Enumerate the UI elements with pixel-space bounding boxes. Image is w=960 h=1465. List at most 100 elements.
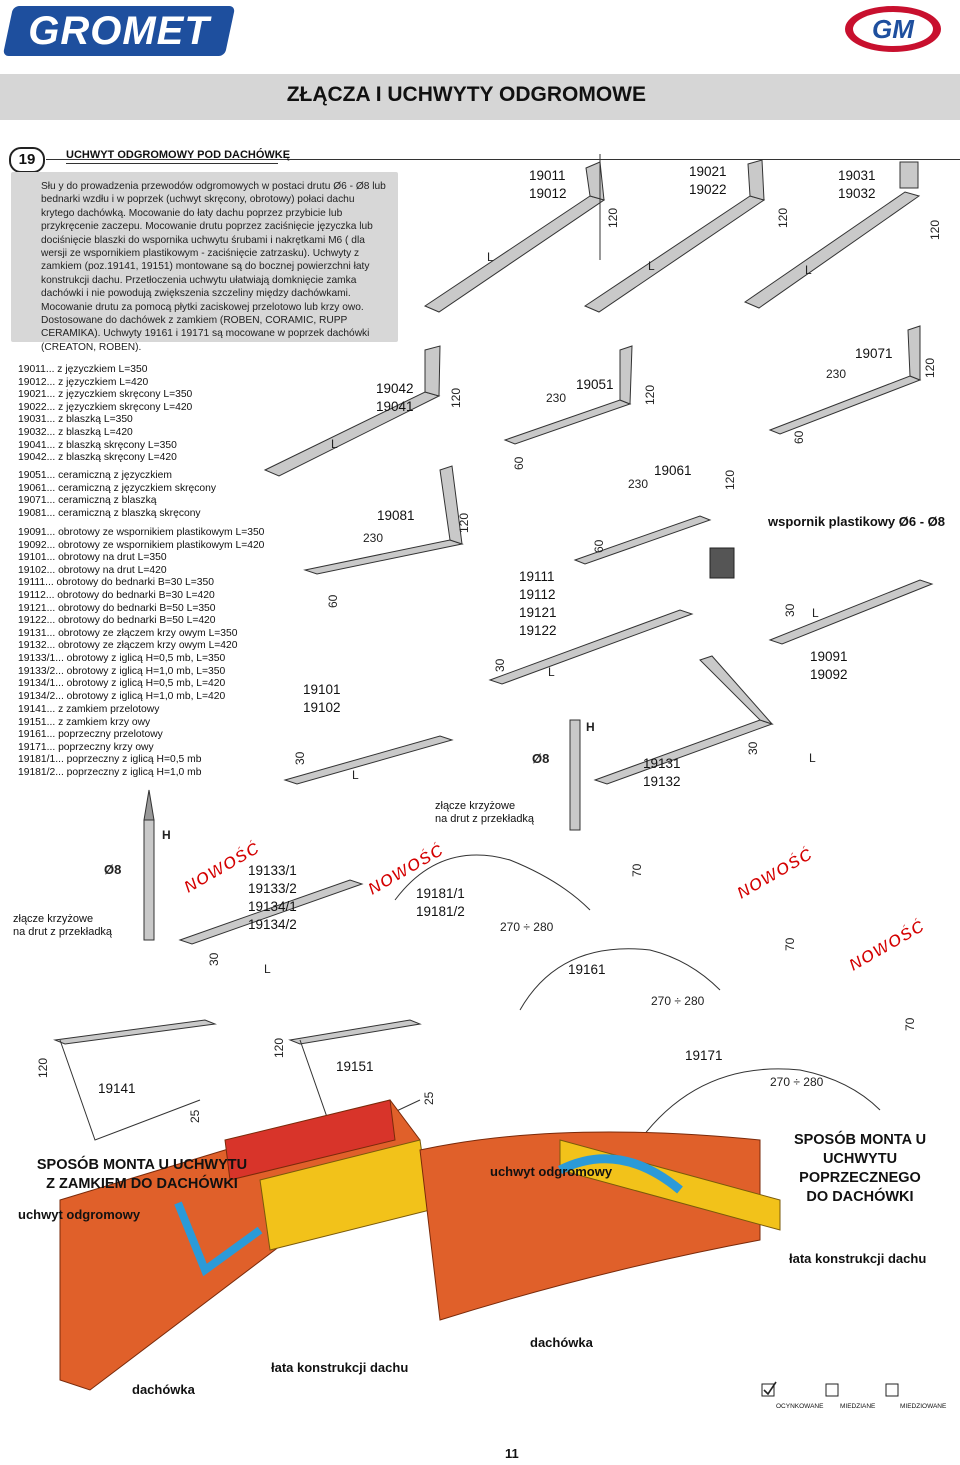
heading-sposob-left: SPOSÓB MONTA U UCHWYTU Z ZAMKIEM DO DACH… [36, 1157, 248, 1192]
list-item: 19031... z blaszką L=350 [18, 414, 133, 426]
dim-L: L [809, 751, 816, 765]
list-item: 19151... z zamkiem krzy owy [18, 716, 151, 728]
list-item: 19111... obrotowy do bednarki B=30 L=350 [18, 577, 214, 589]
code-19021: 19021 19022 [689, 164, 727, 197]
dim-70: 70 [783, 937, 797, 951]
code-19141: 19141 [98, 1081, 136, 1096]
list-item: 19101... obrotowy na drut L=350 [18, 552, 167, 564]
bracket-19031-drawing [743, 161, 921, 309]
list-item: 19022... z języczkiem skręcony L=420 [18, 401, 193, 413]
list-item: 19061... ceramiczną z języczkiem skręcon… [18, 482, 217, 494]
dim-60: 60 [512, 456, 526, 470]
product-list-group-3: 19091... obrotowy ze wspornikiem plastik… [18, 527, 264, 703]
list-item: 19042... z blaszką skręcony L=420 [18, 452, 177, 464]
dim-120: 120 [923, 357, 937, 378]
list-item: 19133/1... obrotowy z iglicą H=0,5 mb, L… [18, 652, 226, 664]
dim-120: 120 [457, 512, 471, 533]
code-19181: 19181/1 19181/2 [416, 886, 465, 919]
gm-logo-text: GM [872, 14, 915, 44]
dim-L: L [352, 768, 359, 782]
dim-L: L [264, 962, 271, 976]
list-item: 19132... obrotowy ze złączem krzy owym L… [18, 640, 238, 652]
gromet-logo-text: GROMET [28, 9, 210, 53]
label-uchwyt: uchwyt odgromowy [18, 1207, 141, 1222]
list-item: 19171... poprzeczny krzy owy [18, 741, 154, 753]
label-wspornik: wspornik plastikowy Ø6 - Ø8 [768, 514, 945, 529]
list-item: 19021... z języczkiem skręcony L=350 [18, 389, 193, 401]
bracket-19081-drawing [303, 465, 464, 575]
list-item: 19161... poprzeczny przelotowy [18, 729, 163, 741]
dim-L: L [805, 263, 812, 277]
code-19011: 19011 19012 [529, 168, 567, 201]
title-banner: ZŁĄCZA I UCHWYTY ODGROMOWE [0, 74, 960, 120]
dim-30: 30 [293, 751, 307, 765]
roof-illustration-left [59, 1099, 431, 1391]
code-19101: 19101 19102 [303, 682, 341, 715]
description-box: Słu y do prowadzenia przewodów odgromowy… [11, 172, 398, 353]
bracket-19161-drawing [519, 948, 721, 1011]
label-zlacze: złącze krzyżowe na drut z przekładką [13, 913, 113, 938]
code-19081: 19081 [377, 508, 415, 523]
page-number: 11 [505, 1446, 519, 1461]
dim-phi8: Ø8 [104, 862, 122, 877]
list-item: 19051... ceramiczną z języczkiem [18, 470, 172, 481]
bracket-19042-drawing [263, 345, 441, 477]
code-19051: 19051 [576, 377, 614, 392]
list-item: 19112... obrotowy do bednarki B=30 L=420 [18, 589, 215, 601]
code-19161: 19161 [568, 962, 606, 977]
legend-miedziowane: MIEDZIOWANE [900, 1403, 947, 1410]
dim-60: 60 [792, 430, 806, 444]
dim-120: 120 [36, 1057, 50, 1078]
dim-230: 230 [546, 391, 567, 405]
list-item: 19102... obrotowy na drut L=420 [18, 564, 167, 576]
code-19131: 19131 19132 [643, 756, 681, 789]
bracket-19011-drawing [423, 154, 606, 313]
legend-miedziane: MIEDZIANE [840, 1403, 876, 1410]
section-divider [46, 159, 960, 160]
list-item: 19092... obrotowy ze wspornikiem plastik… [18, 539, 265, 551]
dim-70: 70 [903, 1017, 917, 1031]
dim-L: L [648, 259, 655, 273]
dim-phi8: Ø8 [532, 751, 550, 766]
code-19171: 19171 [685, 1048, 723, 1063]
bracket-19101-drawing [283, 735, 454, 785]
bracket-19131-drawing [593, 655, 774, 785]
dim-H: H [162, 828, 171, 842]
heading-sposob-right: SPOSÓB MONTA U UCHWYTU POPRZECZNEGO DO D… [793, 1132, 927, 1205]
gromet-logo: GROMET [2, 6, 236, 56]
dim-30: 30 [746, 741, 760, 755]
list-item: 19041... z blaszką skręcony L=350 [18, 439, 177, 451]
dim-L: L [487, 250, 494, 264]
code-19042: 19042 19041 [376, 381, 414, 414]
list-item: 19181/2... poprzeczny z iglicą H=1,0 mb [18, 766, 202, 778]
dim-H: H [586, 720, 595, 734]
roof-illustration-right [419, 1131, 781, 1321]
bracket-19021-drawing [583, 159, 766, 313]
list-item: 19091... obrotowy ze wspornikiem plastik… [18, 527, 265, 538]
spike-19181-drawing [394, 719, 591, 911]
dim-L: L [331, 437, 338, 451]
code-19151: 19151 [336, 1059, 374, 1074]
spike-19133-drawing [143, 789, 364, 945]
code-19031: 19031 19032 [838, 168, 876, 201]
code-19061: 19061 [654, 463, 692, 478]
product-list-group-4: 19141... z zamkiem przelotowy 19151... z… [18, 704, 201, 780]
list-item: 19032... z blaszką L=420 [18, 426, 133, 438]
dim-120: 120 [776, 207, 790, 228]
list-item: 19121... obrotowy do bednarki B=50 L=350 [18, 602, 216, 614]
dim-60: 60 [592, 539, 606, 553]
section-heading-underline [66, 163, 278, 164]
label-dachowka: dachówka [132, 1382, 195, 1397]
dim-120: 120 [449, 387, 463, 408]
technical-drawings [53, 154, 934, 1397]
label-zlacze: złącze krzyżowe na drut z przekładką [435, 800, 535, 825]
dim-120: 120 [606, 207, 620, 228]
list-item: 19081... ceramiczną z blaszką skręcony [18, 507, 201, 519]
label-lata: łata konstrukcji dachu [789, 1251, 927, 1266]
label-lata: łata konstrukcji dachu [271, 1360, 409, 1375]
dim-120: 120 [723, 469, 737, 490]
dim-25: 25 [422, 1091, 436, 1105]
code-19111: 19111 19112 19121 19122 [519, 569, 557, 638]
dim-range: 270 ÷ 280 [770, 1075, 824, 1089]
list-item: 19131... obrotowy ze złączem krzy owym L… [18, 627, 238, 639]
